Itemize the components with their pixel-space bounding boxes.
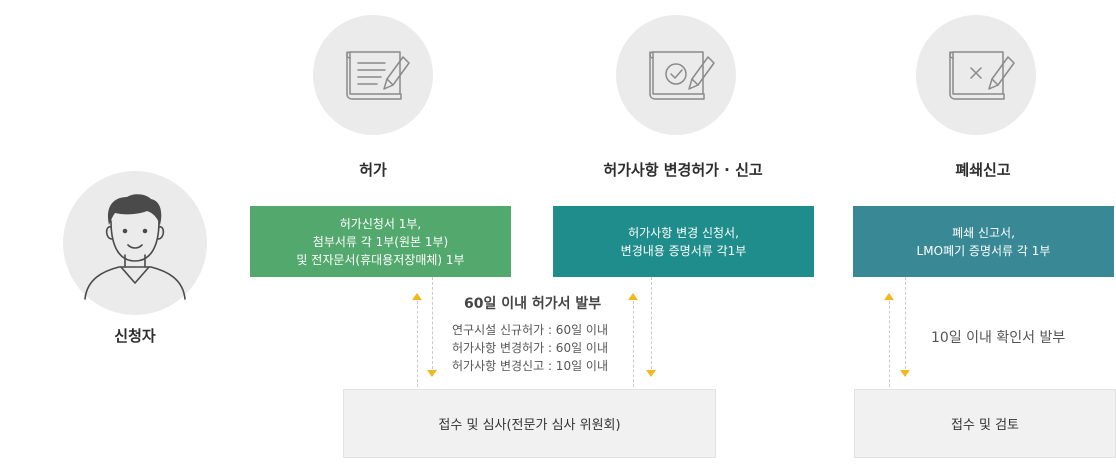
permit-down-line: [432, 277, 433, 369]
detail-line: 허가사항 변경신고 : 10일 이내: [452, 359, 609, 373]
detail-line: 연구시설 신규허가 : 60일 이내: [452, 323, 609, 337]
change-up-arrow: [628, 293, 638, 300]
permit-title: 허가: [359, 161, 387, 179]
box-line: LMO폐기 증명서류 각 1부: [916, 243, 1051, 258]
change-down-arrow: [646, 370, 656, 377]
applicant-label: 신청자: [114, 327, 156, 345]
closure-title: 폐쇄신고: [955, 161, 1011, 179]
box-line: 변경내용 증명서류 각1부: [620, 243, 747, 258]
document-x-pen-icon: [949, 51, 1015, 100]
closure-issue-note: 10일 이내 확인서 발부: [931, 330, 1066, 346]
change-down-line: [651, 277, 652, 369]
permit-down-arrow: [427, 370, 437, 377]
closure-review-label: 접수 및 검토: [950, 418, 1020, 433]
person-icon: [84, 194, 186, 300]
detail-line: 허가사항 변경허가 : 60일 이내: [452, 341, 609, 355]
closure-review-box: 접수 및 검토: [854, 389, 1116, 458]
box-line: 허가신청서 1부,: [339, 216, 422, 231]
change-up-line: [633, 301, 634, 387]
closure-down-arrow: [900, 370, 910, 377]
closure-down-line: [905, 277, 906, 369]
box-line: 허가사항 변경 신청서,: [628, 225, 739, 240]
closure-up-arrow: [884, 293, 894, 300]
box-line: 첨부서류 각 1부(원본 1부): [312, 234, 449, 249]
change-documents-box: 허가사항 변경 신청서, 변경내용 증명서류 각1부: [553, 206, 814, 277]
document-pen-icon: [346, 51, 410, 100]
box-line: 폐쇄 신고서,: [952, 225, 1015, 240]
permit-up-arrow: [412, 293, 422, 300]
permit-up-line: [417, 301, 418, 387]
closure-documents-box: 폐쇄 신고서, LMO폐기 증명서류 각 1부: [853, 206, 1114, 277]
permit-review-box: 접수 및 심사(전문가 심사 위원회): [343, 389, 716, 458]
permit-details-note: 연구시설 신규허가 : 60일 이내 허가사항 변경허가 : 60일 이내 허가…: [452, 321, 608, 375]
change-icon-circle: [616, 15, 736, 135]
applicant-avatar: [63, 171, 207, 315]
permit-icon-circle: [313, 15, 433, 135]
permit-documents-box: 허가신청서 1부, 첨부서류 각 1부(원본 1부) 및 전자문서(휴대용저장매…: [250, 206, 511, 277]
permit-review-label: 접수 및 심사(전문가 심사 위원회): [438, 418, 621, 433]
document-check-pen-icon: [649, 51, 715, 100]
closure-up-line: [889, 301, 890, 387]
box-line: 및 전자문서(휴대용저장매체) 1부: [296, 252, 465, 267]
permit-issue-note: 60일 이내 허가서 발부: [464, 296, 602, 312]
closure-icon-circle: [916, 15, 1036, 135]
change-title: 허가사항 변경허가 · 신고: [603, 161, 763, 179]
